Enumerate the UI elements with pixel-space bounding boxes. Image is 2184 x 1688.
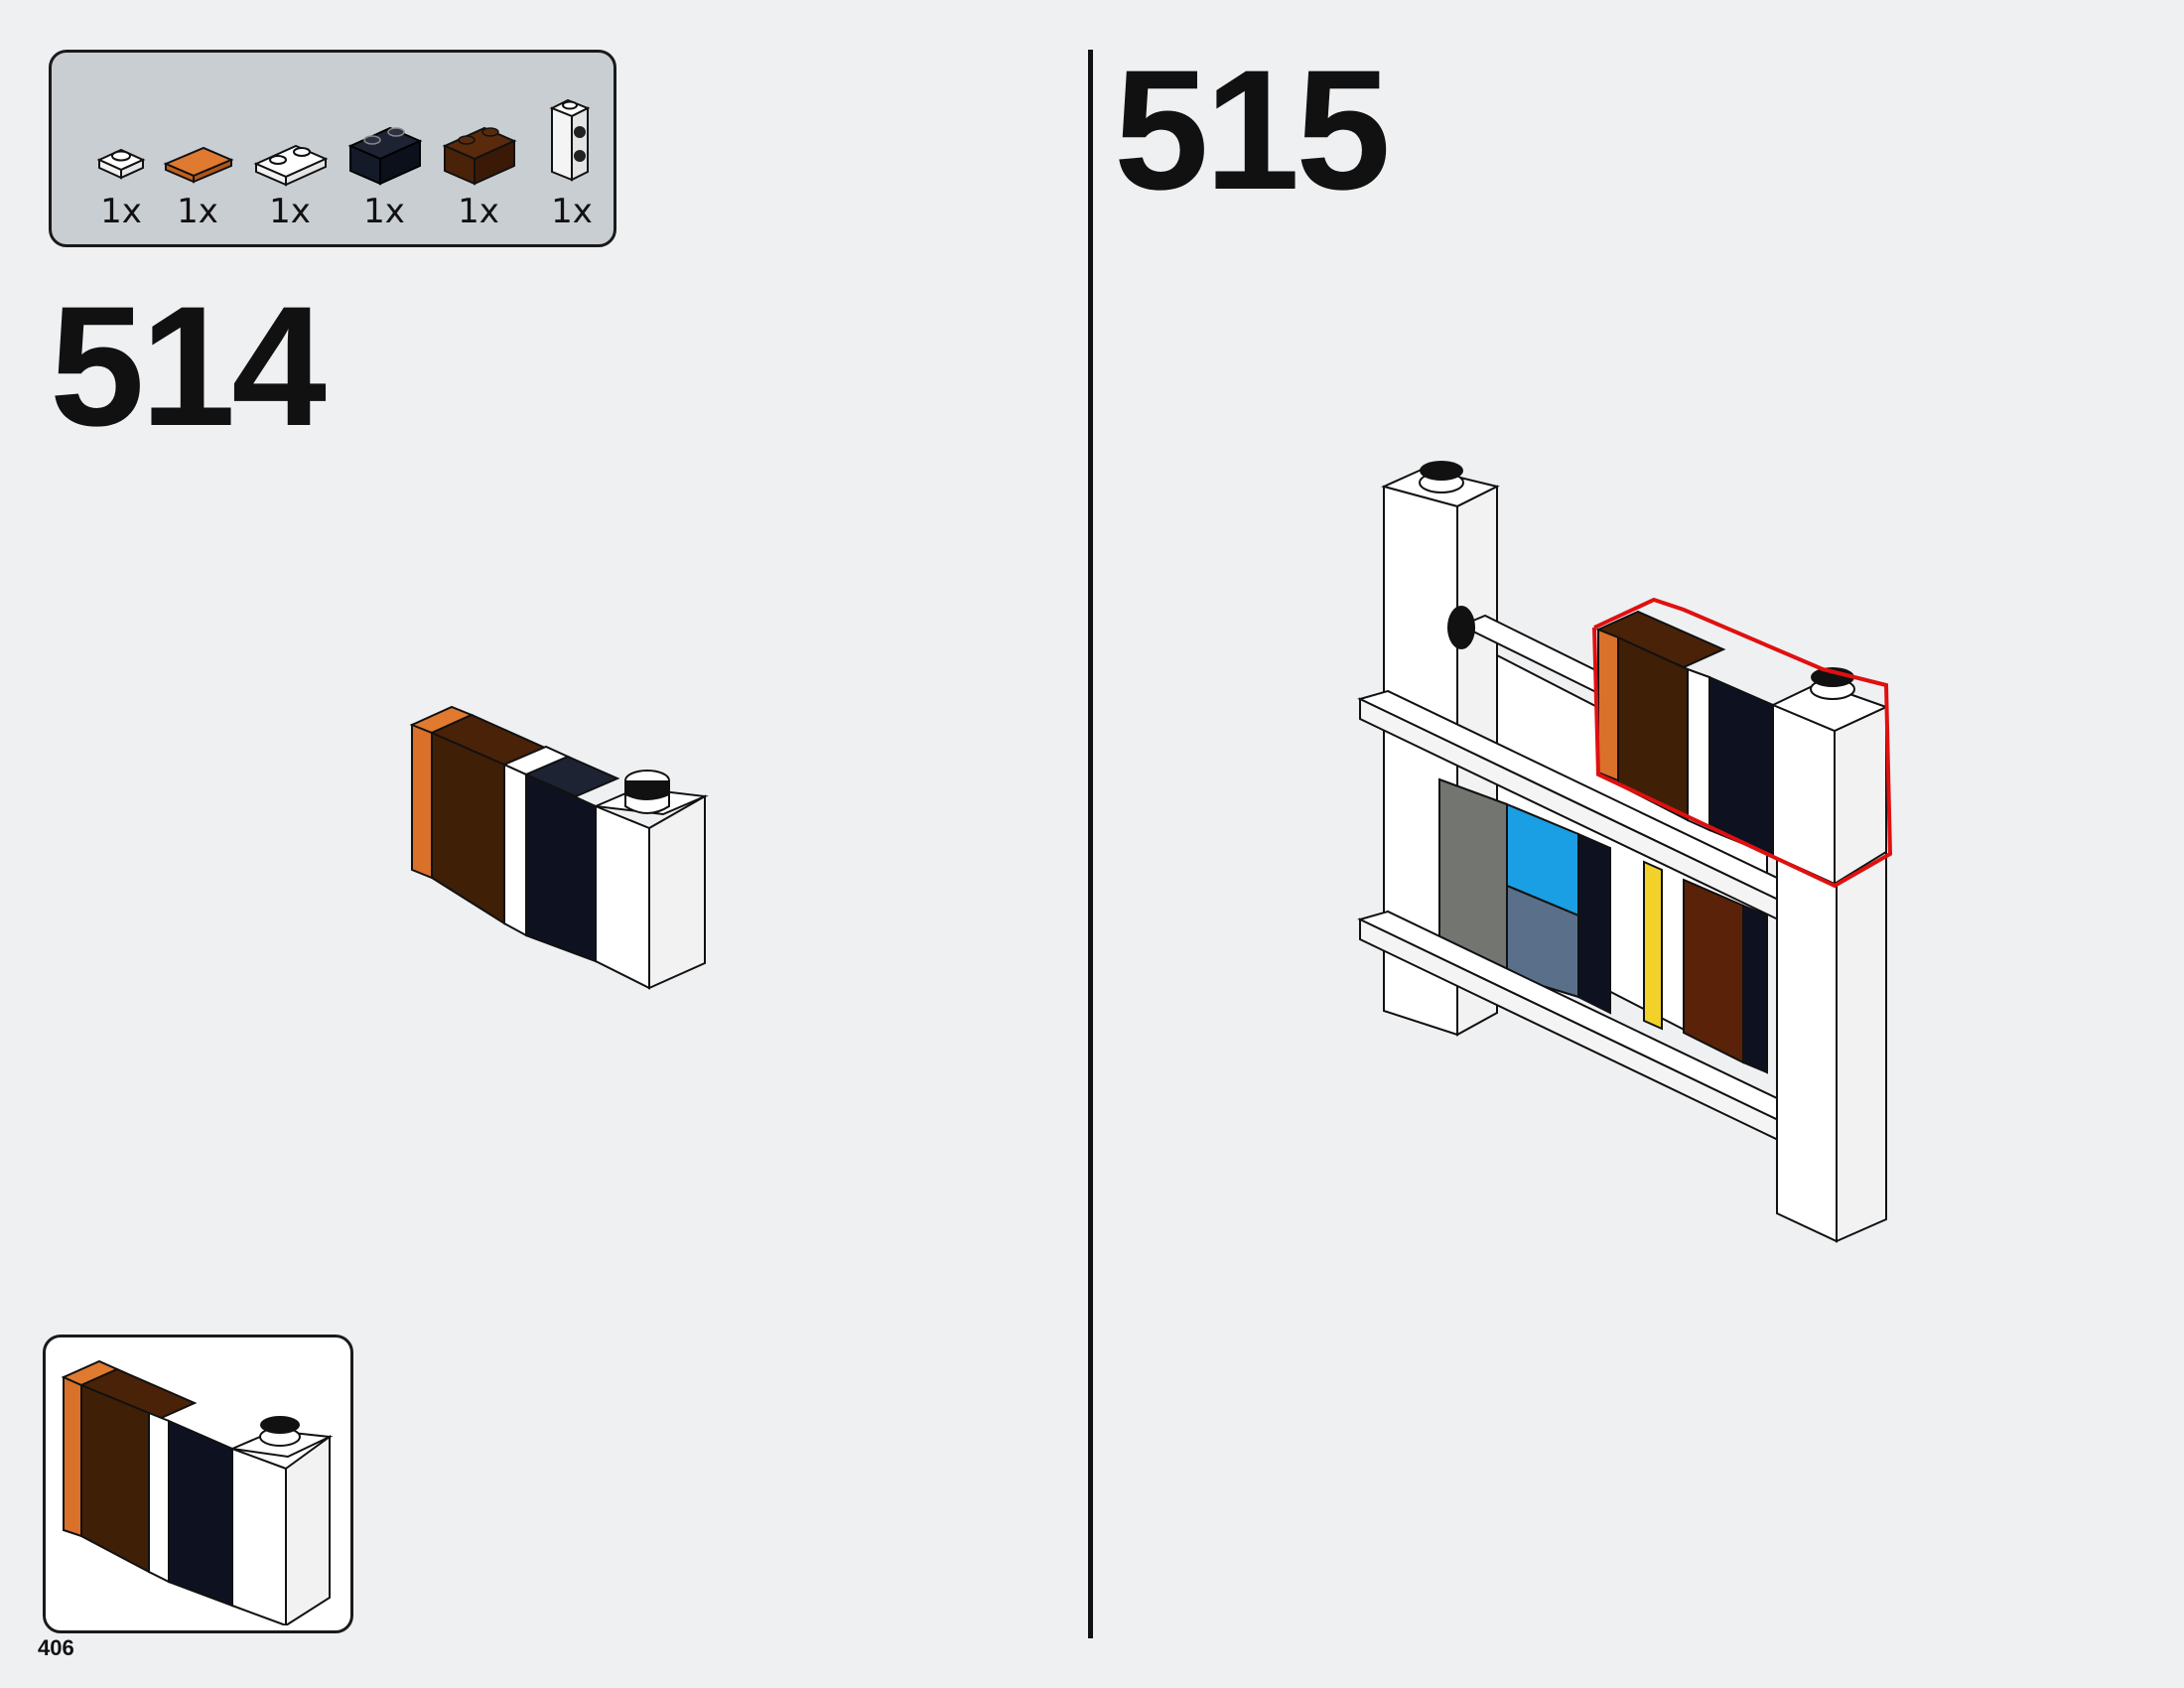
brick-1x2-black-icon [347,126,423,186]
subassembly-result-callout [43,1335,353,1633]
part-qty: 1x [551,192,593,231]
part-item: 1x [344,82,424,231]
brick-1x2-brown-icon [442,126,517,186]
plate-1x1-white-icon [96,148,146,180]
part-qty: 1x [100,192,142,231]
step-number-514: 514 [50,271,327,462]
part-item: 1x [81,82,161,231]
tile-1x2-orange-icon [163,146,234,184]
part-item: 1x [532,82,612,231]
part-qty: 1x [458,192,499,231]
part-qty: 1x [269,192,311,231]
step-514-subassembly [409,705,709,990]
subassembly-result-image [61,1359,334,1625]
page-number: 406 [38,1635,74,1660]
part-item: 1x [439,82,518,231]
new-part-highlight [1592,597,1893,889]
part-qty: 1x [363,192,405,231]
brick-1x1-studs-side-white-icon [549,98,591,182]
part-item: 1x [158,82,237,231]
part-qty: 1x [177,192,218,231]
step-number-515: 515 [1114,35,1391,225]
step-divider [1088,50,1093,1638]
step-515-model [1357,461,1893,1243]
plate-1x2-white-icon [253,144,329,187]
parts-list-callout: 1x 1x 1x 1x [49,50,616,247]
part-item: 1x [250,82,330,231]
